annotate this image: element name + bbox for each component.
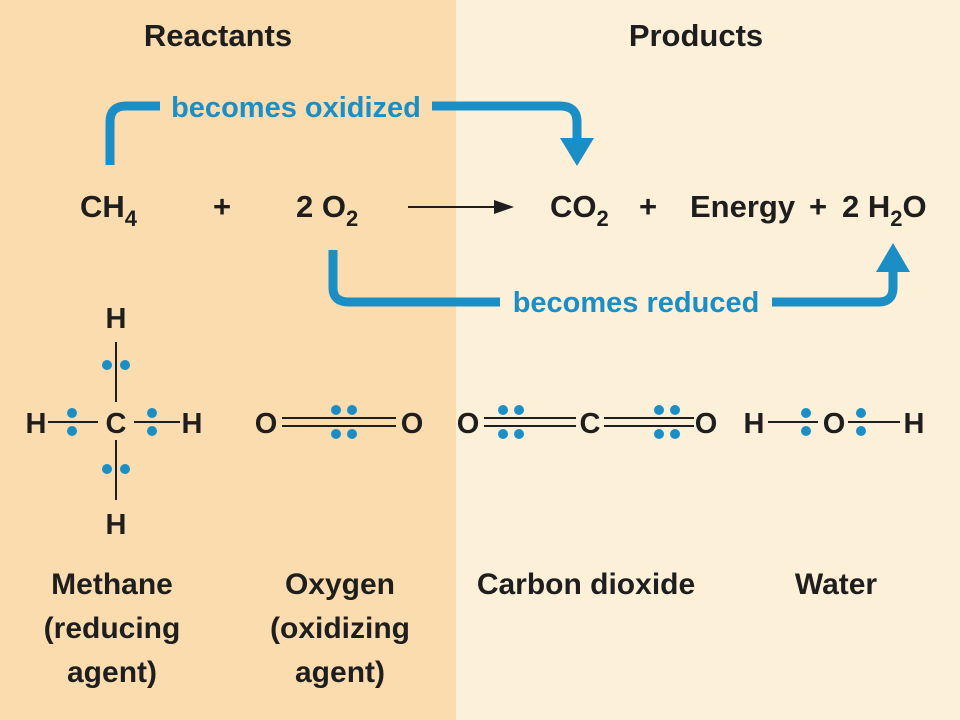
methane-h-right: H bbox=[182, 408, 203, 440]
molecule-labels: Methane (reducing agent) Oxygen (oxidizi… bbox=[44, 568, 878, 689]
eq-o2: 2 O2 bbox=[296, 189, 358, 231]
co2-c: C bbox=[580, 408, 601, 440]
oxygen-o-left: O bbox=[255, 408, 278, 440]
oxidized-arrowhead bbox=[560, 138, 594, 166]
eq-plus-2: + bbox=[639, 189, 657, 224]
reactants-header: Reactants bbox=[144, 18, 292, 53]
reduced-label-bg bbox=[500, 283, 772, 319]
methane-h-left: H bbox=[26, 408, 47, 440]
eq-h2o: 2 H2O bbox=[842, 189, 927, 231]
reaction-arrowhead bbox=[494, 200, 514, 214]
methane-label-line-1: Methane bbox=[51, 568, 173, 601]
eq-energy: Energy bbox=[690, 189, 796, 224]
co2-o-right: O bbox=[695, 408, 718, 440]
co2-o-left: O bbox=[457, 408, 480, 440]
water-label: Water bbox=[795, 568, 878, 601]
methane-h-top: H bbox=[106, 303, 127, 335]
products-header: Products bbox=[629, 18, 763, 53]
oxidized-label: becomes oxidized bbox=[171, 92, 421, 124]
water-h-right: H bbox=[904, 408, 925, 440]
oxygen-electron-pairs bbox=[331, 405, 357, 439]
eq-ch4: CH4 bbox=[80, 189, 138, 231]
reduced-label: becomes reduced bbox=[513, 287, 760, 319]
co2-label: Carbon dioxide bbox=[477, 568, 695, 601]
water-electron-pairs bbox=[801, 408, 866, 436]
water-o: O bbox=[823, 408, 846, 440]
methane-label-line-2: (reducing bbox=[44, 612, 181, 645]
oxidized-label-bg bbox=[160, 88, 432, 124]
eq-plus-3: + bbox=[809, 189, 827, 224]
co2-electron-pairs bbox=[498, 405, 680, 439]
water-structure: H O H bbox=[744, 408, 925, 440]
oxygen-structure: O O bbox=[255, 405, 424, 440]
eq-plus-1: + bbox=[213, 189, 231, 224]
co2-structure: O C O bbox=[457, 405, 718, 440]
oxygen-label-line-1: Oxygen bbox=[285, 568, 395, 601]
oxygen-label-line-2: (oxidizing bbox=[270, 612, 410, 645]
methane-electron-pairs bbox=[67, 360, 157, 474]
methane-structure: H H C H H bbox=[26, 303, 203, 541]
eq-co2: CO2 bbox=[550, 189, 609, 231]
methane-h-bottom: H bbox=[106, 509, 127, 541]
oxygen-o-right: O bbox=[401, 408, 424, 440]
methane-label-line-3: agent) bbox=[67, 656, 157, 689]
reduced-arrowhead bbox=[876, 243, 910, 272]
water-h-left: H bbox=[744, 408, 765, 440]
products-panel bbox=[456, 0, 960, 720]
oxygen-label-line-3: agent) bbox=[295, 656, 385, 689]
methane-c: C bbox=[106, 408, 127, 440]
